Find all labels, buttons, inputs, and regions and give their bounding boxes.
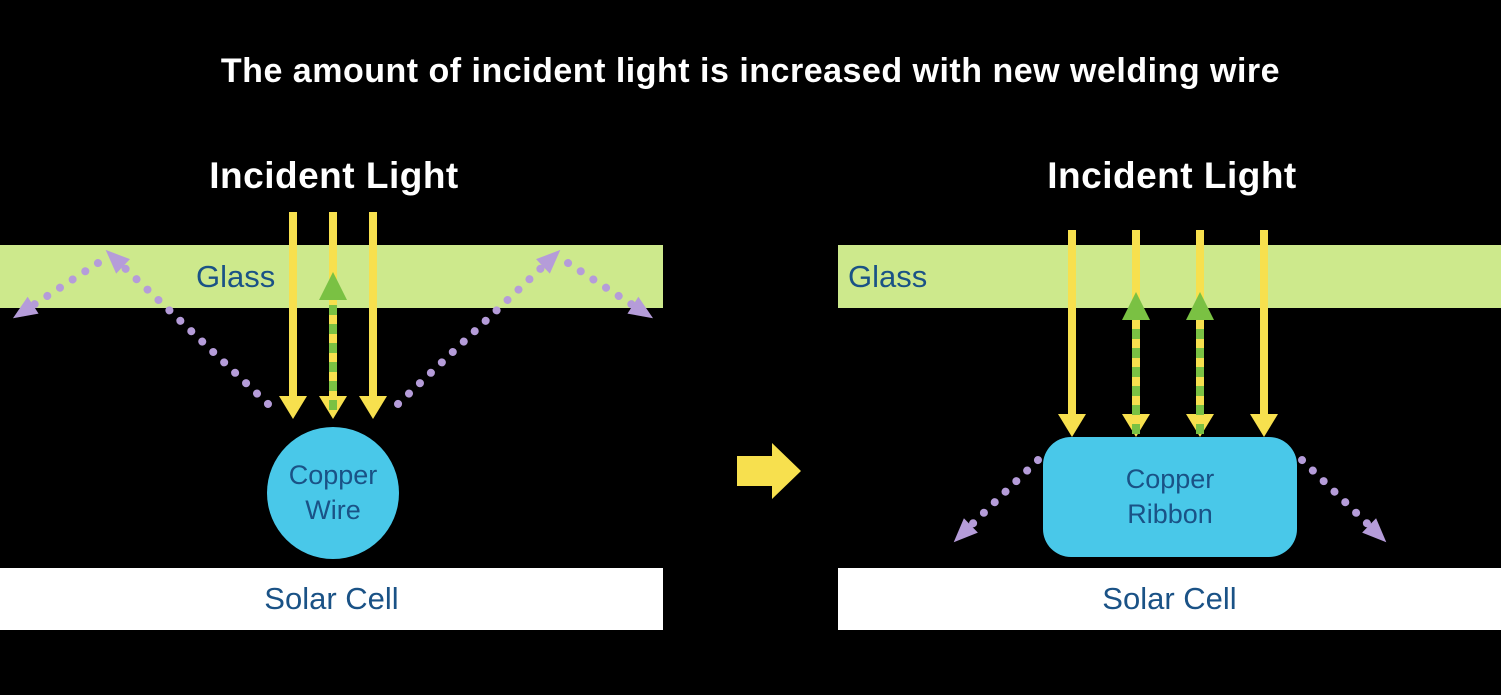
glass-label-right: Glass [848,259,928,294]
glass-band-left [0,245,663,308]
incident-light-label-right: Incident Light [1047,155,1297,196]
copper-wire-label-line2: Wire [305,495,361,525]
copper-wire-shape: Copper Wire [267,427,399,559]
solar-cell-right: Solar Cell [838,568,1501,630]
incident-ray-left-1 [279,212,307,419]
copper-ribbon-shape: Copper Ribbon [1043,437,1297,557]
solar-cell-label-left: Solar Cell [264,581,399,616]
copper-wire-label-line1: Copper [288,459,378,490]
transition-arrow [737,443,801,499]
reflected-up-ray-right-1 [1122,292,1150,434]
glass-band-right [838,245,1501,308]
glass-label-left: Glass [196,259,276,294]
incident-light-label-left: Incident Light [209,155,459,196]
scattered-ray-right-1 [953,456,1042,543]
reflected-up-ray-right-2 [1186,292,1214,434]
incident-ray-left-2 [319,212,347,419]
solar-cell-left: Solar Cell [0,568,663,630]
copper-ribbon-label-line1: Copper [1125,463,1215,494]
diagram-title: The amount of incident light is increase… [220,52,1281,90]
incident-ray-left-3 [359,212,387,419]
scattered-ray-right-2 [1298,456,1387,543]
solar-cell-label-right: Solar Cell [1102,581,1237,616]
copper-ribbon-label-line2: Ribbon [1127,499,1213,529]
